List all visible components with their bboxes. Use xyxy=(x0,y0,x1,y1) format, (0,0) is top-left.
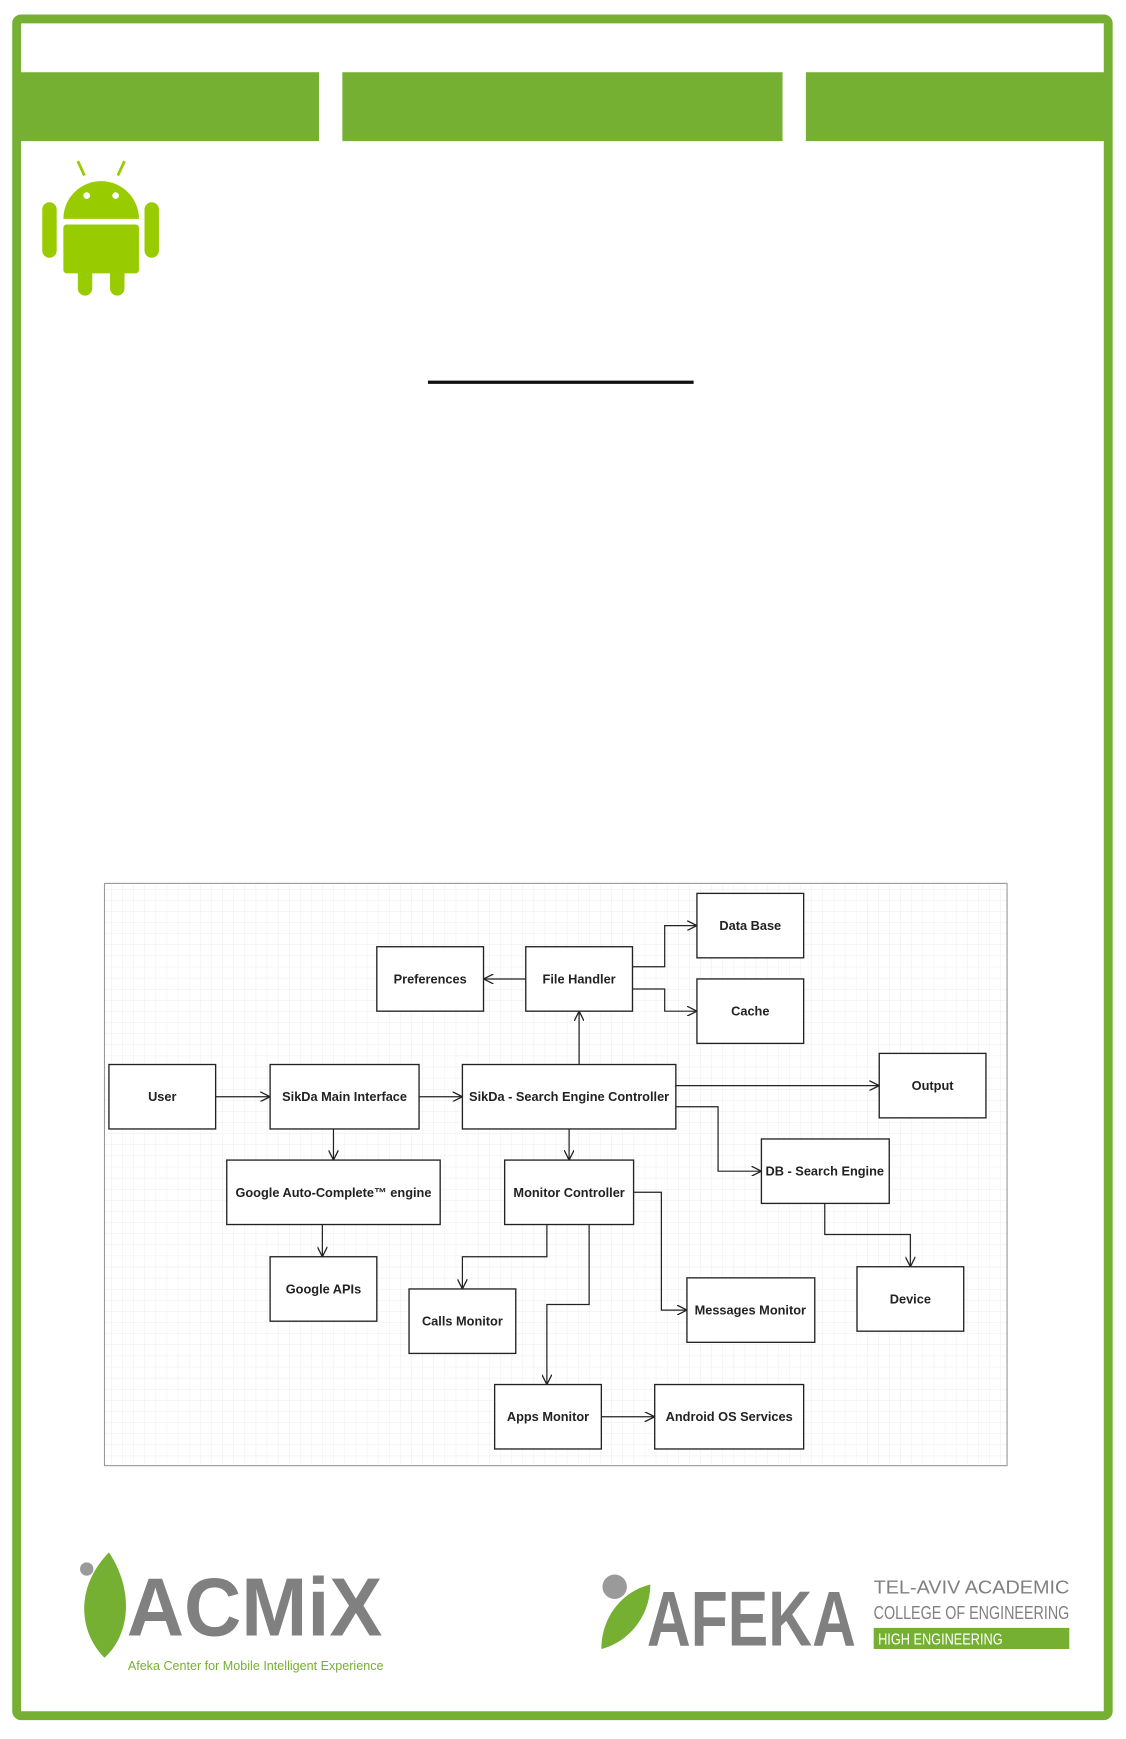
header-bar-center xyxy=(342,72,783,142)
edge-monitor-to-calls xyxy=(462,1224,548,1289)
node-output: Output xyxy=(878,1052,987,1119)
node-apps-monitor: Apps Monitor xyxy=(493,1383,603,1450)
edge-monitor-to-apps xyxy=(547,1224,590,1385)
header-bar-right xyxy=(805,72,1106,142)
node-preferences: Preferences xyxy=(376,946,485,1012)
node-label: SikDa Main Interface xyxy=(282,1089,407,1104)
node-label: Output xyxy=(912,1078,955,1093)
node-label: Google APIs xyxy=(286,1281,361,1296)
node-label: Calls Monitor xyxy=(422,1314,503,1329)
afeka-line3: HIGH ENGINEERING xyxy=(878,1632,1002,1649)
node-label: User xyxy=(148,1089,176,1104)
node-file-handler: File Handler xyxy=(525,946,634,1012)
page-border xyxy=(12,14,1113,1721)
node-device: Device xyxy=(856,1266,965,1332)
header-bar-left xyxy=(17,72,320,142)
node-label: Data Base xyxy=(719,918,781,933)
node-label: Android OS Services xyxy=(666,1409,793,1424)
node-label: Google Auto-Complete™ engine xyxy=(235,1185,431,1200)
node-label: DB - Search Engine xyxy=(766,1164,884,1179)
acmix-wordmark: ACMiX xyxy=(127,1563,383,1654)
node-label: File Handler xyxy=(543,971,616,986)
node-monitor-controller: Monitor Controller xyxy=(503,1159,635,1226)
afeka-wordmark: AFEKA xyxy=(647,1577,856,1663)
afeka-leaf-icon xyxy=(601,1584,651,1649)
node-label: Monitor Controller xyxy=(513,1185,624,1200)
node-google-autocomplete: Google Auto-Complete™ engine xyxy=(226,1159,441,1226)
architecture-diagram: Data Base Preferences File Handler Cache… xyxy=(103,882,1008,1467)
node-label: Device xyxy=(890,1291,931,1306)
node-label: Preferences xyxy=(394,971,467,986)
edge-dbsearch-to-device xyxy=(824,1203,911,1267)
node-android-os-services: Android OS Services xyxy=(654,1383,805,1450)
afeka-line1: TEL-AVIV ACADEMIC xyxy=(874,1577,1070,1598)
node-messages-monitor: Messages Monitor xyxy=(686,1277,816,1343)
node-google-apis: Google APIs xyxy=(269,1256,378,1322)
acmix-leaf-icon xyxy=(84,1552,126,1658)
node-data-base: Data Base xyxy=(696,892,805,959)
android-icon xyxy=(42,160,159,296)
afeka-line2: COLLEGE OF ENGINEERING xyxy=(874,1603,1070,1624)
node-cache: Cache xyxy=(696,978,805,1045)
node-label: Messages Monitor xyxy=(695,1303,806,1318)
node-label: SikDa - Search Engine Controller xyxy=(469,1089,669,1104)
node-main-interface: SikDa Main Interface xyxy=(269,1063,420,1130)
node-label: Apps Monitor xyxy=(507,1409,589,1424)
acmix-logo: ACMiX Afeka Center for Mobile Intelligen… xyxy=(80,1552,383,1673)
afeka-logo: AFEKA TEL-AVIV ACADEMIC COLLEGE OF ENGIN… xyxy=(601,1574,1070,1663)
edge-filehandler-to-cache xyxy=(632,988,697,1011)
edge-controller-to-dbsearch xyxy=(675,1106,762,1171)
edge-monitor-to-messages xyxy=(633,1191,687,1310)
node-search-engine-controller: SikDa - Search Engine Controller xyxy=(461,1063,677,1130)
acmix-tagline: Afeka Center for Mobile Intelligent Expe… xyxy=(128,1658,384,1673)
node-calls-monitor: Calls Monitor xyxy=(408,1288,517,1355)
edges xyxy=(215,926,911,1417)
edge-filehandler-to-database xyxy=(632,926,697,968)
node-db-search-engine: DB - Search Engine xyxy=(760,1138,890,1205)
node-label: Cache xyxy=(731,1004,769,1019)
node-user: User xyxy=(108,1063,217,1130)
